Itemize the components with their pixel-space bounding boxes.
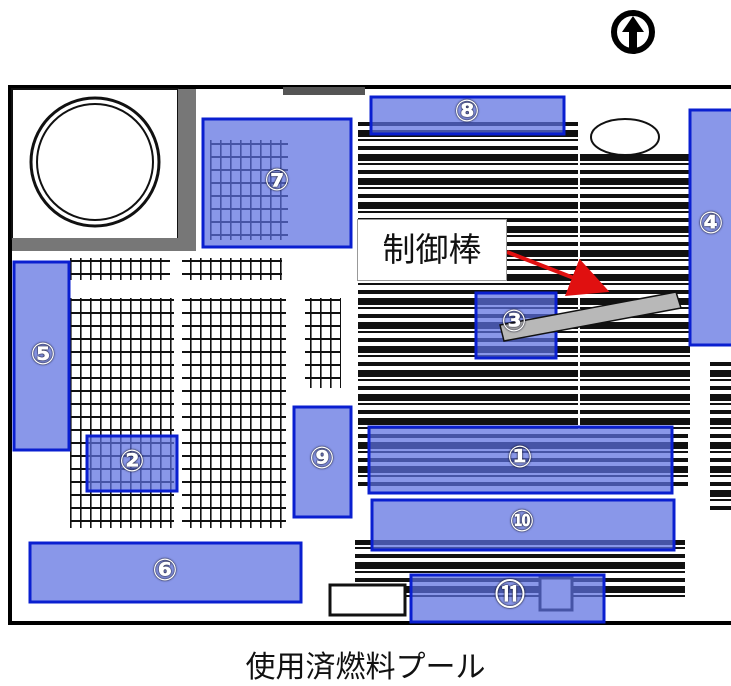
zone-label-2: ② <box>119 444 145 479</box>
zone-2 <box>85 434 179 493</box>
zone-9 <box>292 405 353 519</box>
zone-label-4: ④ <box>698 206 724 241</box>
zone-label-9: ⑨ <box>309 441 335 476</box>
zone-label-6: ⑥ <box>152 553 178 588</box>
zone-11 <box>409 573 606 624</box>
zone-label-10: ⑩ <box>509 504 535 539</box>
control-rod <box>499 291 682 342</box>
zone-label-8: ⑧ <box>454 94 480 129</box>
zone-10 <box>370 498 676 552</box>
callout-arrow <box>506 250 610 297</box>
zone-4 <box>688 108 731 347</box>
diagram-caption: 使用済燃料プール <box>245 650 486 685</box>
zone-label-3: ③ <box>501 304 527 339</box>
cask-pit <box>11 88 196 251</box>
zone-label-1: ① <box>507 440 533 475</box>
zone-6 <box>28 541 303 604</box>
zone-8 <box>369 95 566 136</box>
zone-label-7: ⑦ <box>264 163 290 198</box>
control-rod-label: 制御棒 <box>357 219 507 281</box>
zone-5 <box>12 260 71 452</box>
zone-1 <box>367 425 674 495</box>
zone-label-5: ⑤ <box>30 337 56 372</box>
zone-7 <box>201 117 353 249</box>
north-up-arrow-icon <box>611 10 655 54</box>
zone-label-11: ⑪ <box>495 578 525 613</box>
